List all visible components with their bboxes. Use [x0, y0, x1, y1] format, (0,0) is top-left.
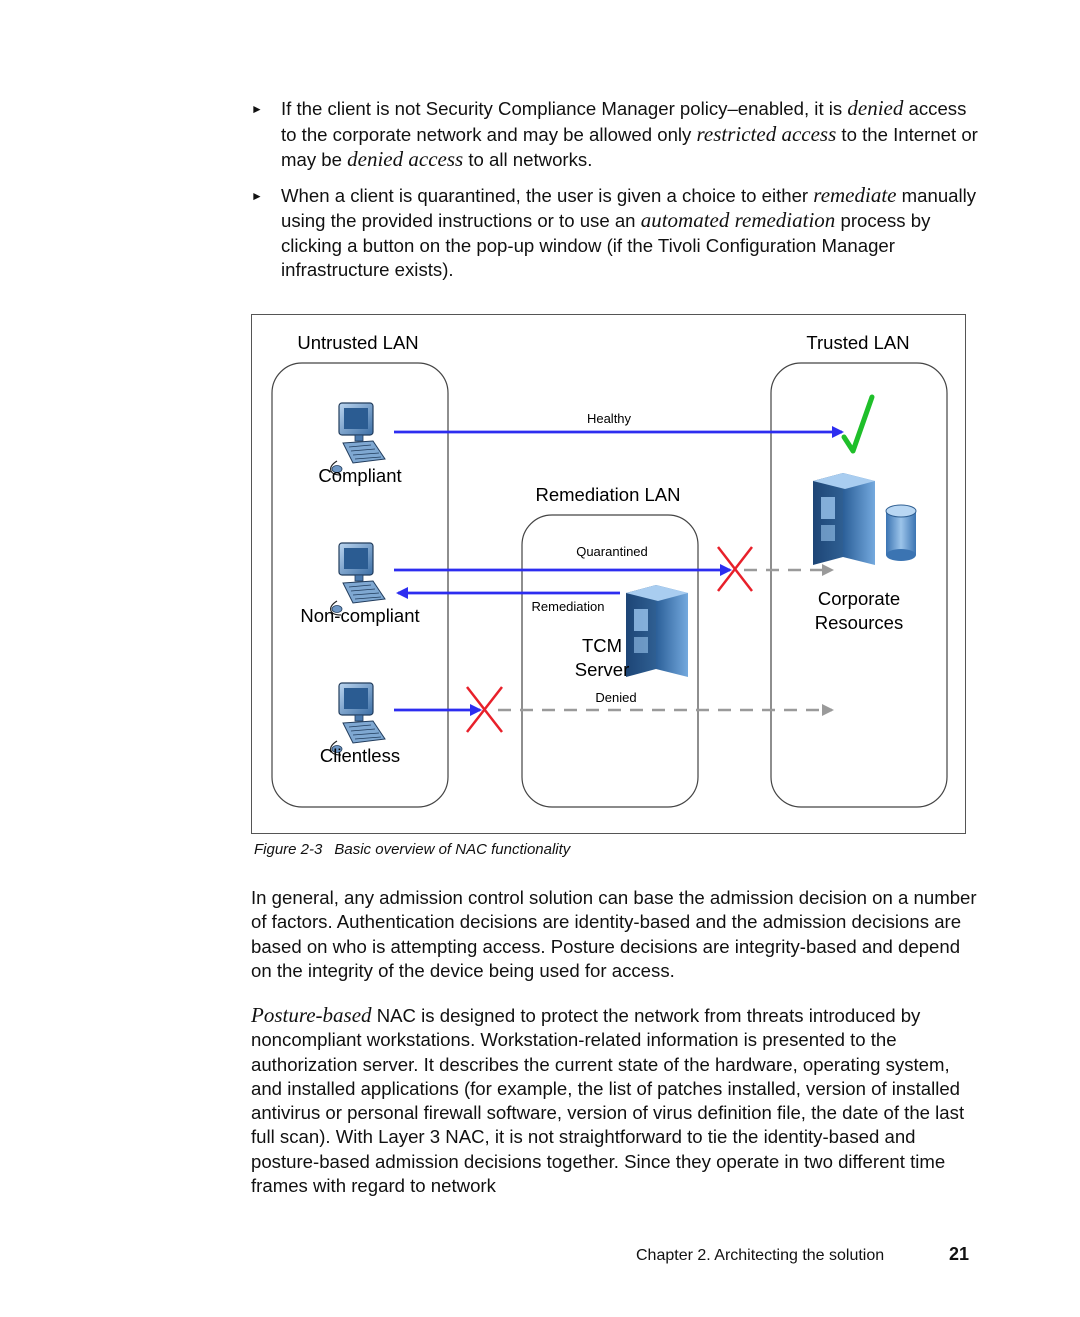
remediation-label: Remediation	[532, 599, 605, 614]
page-number: 21	[949, 1244, 970, 1264]
healthy-label: Healthy	[587, 411, 632, 426]
denied-label: Denied	[595, 690, 636, 705]
noncompliant-label: Non-compliant	[300, 605, 419, 626]
nac-diagram: Untrusted LAN Trusted LAN Remediation LA…	[251, 314, 966, 834]
server-label: Server	[575, 659, 630, 680]
corporate-server-icon	[813, 473, 875, 565]
posture-based-term: Posture-based	[251, 1003, 372, 1027]
figure-number: Figure 2-3	[254, 841, 323, 858]
bullet-text-run: manually using the provided instructions…	[281, 184, 977, 232]
emphasized-term: remediate	[813, 182, 897, 207]
remediation-zone	[521, 514, 699, 808]
paragraph-posture: Posture-based NAC is designed to protect…	[251, 1003, 981, 1198]
clientless-label: Clientless	[320, 745, 400, 766]
bullet-text: When a client is quarantined, the user i…	[281, 182, 977, 281]
bullet-text-run: access to the corporate network and may …	[281, 98, 967, 145]
bullet-text-run: to the Internet or may be	[281, 123, 978, 171]
emphasized-term: restricted access	[696, 121, 837, 146]
bullet-item: ► When a client is quarantined, the user …	[251, 183, 981, 283]
bullet-item: ► If the client is not Security Complianc…	[251, 96, 981, 173]
bullet-arrow-icon: ►	[251, 188, 263, 203]
bullet-arrow-icon: ►	[251, 102, 263, 116]
posture-paragraph-text: NAC is designed to protect the network f…	[251, 1005, 965, 1197]
tcm-label: TCM	[582, 635, 622, 656]
bullet-text-run: If the client is not Security Compliance…	[281, 98, 848, 119]
remediation-lan-title: Remediation LAN	[536, 484, 681, 505]
tcm-server-icon	[626, 585, 688, 677]
quarantined-label: Quarantined	[576, 544, 648, 559]
bullet-text-run: process by clicking a button on the pop-…	[281, 210, 931, 280]
trusted-lan-title: Trusted LAN	[806, 332, 909, 353]
resources-label: Resources	[815, 612, 903, 633]
figure-caption-text: Basic overview of NAC functionality	[334, 841, 571, 858]
corporate-label: Corporate	[818, 588, 900, 609]
trusted-zone	[770, 362, 948, 808]
emphasized-term: automated remediation	[640, 208, 836, 232]
emphasized-term: denied	[847, 96, 904, 120]
compliant-label: Compliant	[318, 465, 401, 486]
bullet-text-run: to all networks.	[463, 149, 593, 170]
figure-caption: Figure 2-3 Basic overview of NAC function…	[254, 841, 570, 858]
emphasized-term: denied access	[347, 147, 464, 171]
paragraph-admission: In general, any admission control soluti…	[251, 887, 977, 981]
bullet-text: If the client is not Security Compliance…	[281, 96, 978, 171]
database-icon	[885, 504, 917, 561]
chapter-footer: Chapter 2. Architecting the solution	[636, 1247, 885, 1264]
bullet-list: ► If the client is not Security Complianc…	[251, 96, 981, 293]
bullet-text-run: When a client is quarantined, the user i…	[281, 184, 814, 206]
untrusted-zone	[271, 362, 449, 808]
untrusted-lan-title: Untrusted LAN	[297, 332, 418, 353]
checkmark-icon	[841, 394, 875, 454]
